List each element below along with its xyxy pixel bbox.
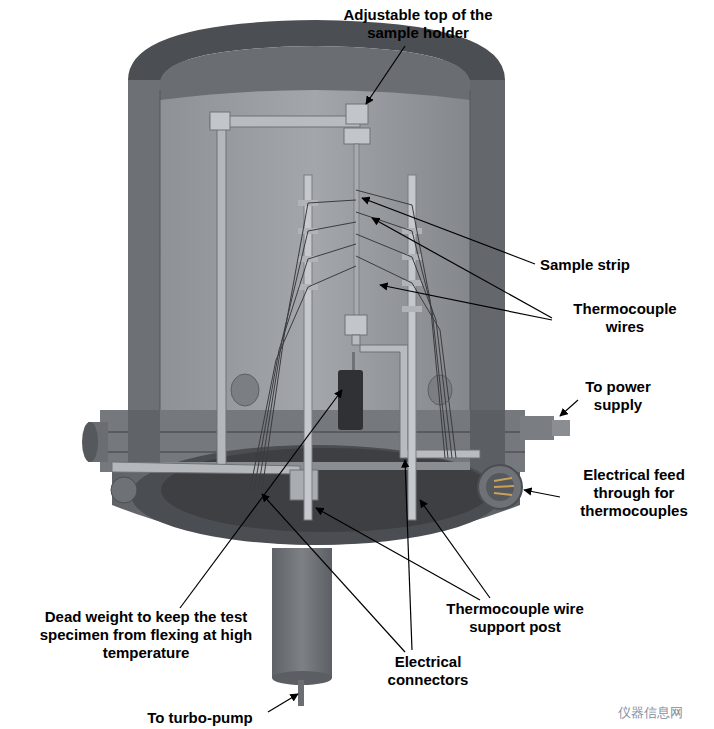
part-label: To power supply <box>572 378 664 414</box>
chamber-body <box>128 80 160 415</box>
side-ports <box>82 416 570 509</box>
sample-holder <box>346 104 368 124</box>
watermark: 仪器信息网 <box>600 704 700 722</box>
side-ports <box>111 477 137 503</box>
thermocouple-wires <box>356 234 452 458</box>
sample-holder <box>217 122 226 467</box>
leader-line <box>262 494 405 652</box>
sample-holder <box>210 112 230 130</box>
chamber-body <box>131 445 501 545</box>
pump-port <box>298 680 304 706</box>
chamber-body <box>160 46 470 100</box>
leader-line <box>362 198 535 264</box>
side-ports <box>494 478 512 481</box>
sample-holder <box>338 370 363 430</box>
sample-holder <box>345 315 367 335</box>
pump-port <box>272 548 332 678</box>
side-ports <box>494 486 514 487</box>
sample-holder <box>344 128 370 144</box>
chamber-body <box>470 80 505 415</box>
leader-line <box>380 285 552 320</box>
thermocouple-wires <box>250 190 456 490</box>
leader-line <box>405 460 412 650</box>
chamber-body <box>160 90 161 415</box>
sample-holder <box>112 462 300 474</box>
leader-line <box>268 694 298 712</box>
side-ports <box>520 416 554 440</box>
sample-holder <box>210 116 360 127</box>
sample-holder <box>112 104 480 500</box>
part-label: Thermocouple wire support post <box>420 600 610 636</box>
pump-port <box>272 548 332 706</box>
part-label: Sample strip <box>540 256 690 274</box>
thermocouple-wires <box>356 212 448 458</box>
chamber-body <box>100 20 525 545</box>
part-label: Adjustable top of the sample holder <box>338 6 498 42</box>
sample-holder <box>352 352 355 370</box>
part-label: Dead weight to keep the test specimen fr… <box>36 608 256 662</box>
leader-line <box>180 390 342 608</box>
leader-line <box>372 218 552 318</box>
leader-line <box>560 400 578 416</box>
thermocouple-posts <box>304 175 312 520</box>
thermocouple-wires <box>250 266 356 490</box>
side-ports <box>486 473 514 501</box>
thermocouple-posts <box>402 306 422 312</box>
thermocouple-wires <box>356 256 456 458</box>
side-ports <box>552 420 570 436</box>
part-label: Thermocouple wires <box>555 300 695 336</box>
part-label: To turbo-pump <box>120 709 280 727</box>
leader-line <box>316 508 480 600</box>
leader-line <box>524 490 560 497</box>
thermocouple-posts <box>408 175 416 520</box>
sample-holder <box>354 144 359 316</box>
thermocouple-wires <box>262 200 356 490</box>
thermocouple-posts <box>298 175 422 520</box>
chamber-body <box>231 374 259 406</box>
side-ports <box>478 465 522 509</box>
chamber-body <box>160 60 470 460</box>
chamber-body <box>161 448 491 532</box>
side-ports <box>494 493 512 495</box>
leader-line <box>420 500 490 598</box>
side-ports <box>82 422 98 462</box>
thermocouple-wires <box>356 190 445 458</box>
part-label: Electrical feed through for thermocouple… <box>560 466 708 520</box>
chamber-body <box>470 410 505 472</box>
part-label: Electrical connectors <box>372 653 484 689</box>
chamber-body <box>470 90 471 415</box>
thermocouple-wires <box>254 244 356 490</box>
leader-line <box>366 46 405 104</box>
